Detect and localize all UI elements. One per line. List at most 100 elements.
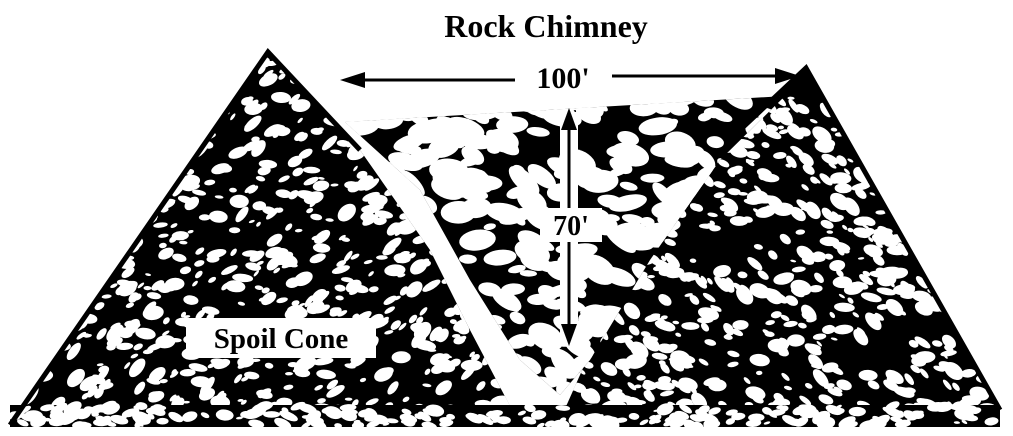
- rock-pebble: [717, 57, 738, 77]
- rock-pebble: [881, 173, 901, 181]
- rock-pebble: [970, 78, 984, 92]
- rock-pebble: [421, 89, 432, 95]
- rock-pebble: [850, 98, 873, 116]
- rock-pebble: [215, 87, 232, 101]
- rock-pebble: [966, 122, 980, 134]
- rock-pebble: [88, 232, 103, 238]
- rock-pebble: [47, 181, 54, 187]
- rock-pebble: [992, 134, 1005, 146]
- rock-pebble: [21, 88, 40, 107]
- rock-pebble: [27, 264, 47, 283]
- rock-pebble: [465, 95, 481, 112]
- rock-pebble: [50, 207, 56, 211]
- rock-pebble: [80, 236, 91, 242]
- rock-pebble: [103, 226, 123, 239]
- rock-pebble: [41, 268, 52, 274]
- rock-pebble: [492, 93, 517, 105]
- rock-pebble: [155, 183, 170, 193]
- rock-pebble: [402, 107, 416, 115]
- rock-pebble: [903, 98, 920, 108]
- rock-pebble: [479, 339, 501, 356]
- rock-pebble: [188, 103, 204, 111]
- rock-pebble: [263, 411, 280, 418]
- rock-pebble: [108, 165, 130, 185]
- rock-pebble: [60, 230, 78, 242]
- rock-pebble: [344, 56, 357, 66]
- rock-pebble: [341, 50, 348, 56]
- rock-pebble: [495, 46, 509, 59]
- rock-pebble: [77, 110, 85, 115]
- rock-pebble: [308, 53, 324, 67]
- rock-pebble: [82, 90, 102, 112]
- rock-pebble: [188, 135, 202, 146]
- rock-pebble: [387, 177, 403, 185]
- rock-pebble: [946, 138, 957, 145]
- rock-pebble: [479, 334, 493, 346]
- rock-pebble: [923, 171, 929, 175]
- rock-pebble: [690, 64, 701, 69]
- rock-pebble: [401, 101, 411, 112]
- rock-pebble: [468, 85, 487, 105]
- rock-pebble: [962, 205, 982, 225]
- rock-pebble: [14, 285, 37, 303]
- rock-pebble: [25, 315, 44, 326]
- rock-pebble: [159, 135, 175, 150]
- rock-pebble: [73, 158, 85, 171]
- rock-pebble: [48, 241, 69, 252]
- rock-pebble: [508, 50, 517, 57]
- rock-pebble: [984, 239, 998, 248]
- rock-pebble: [121, 45, 140, 66]
- rock-pebble: [155, 107, 164, 112]
- rock-pebble: [60, 272, 68, 279]
- rock-pebble: [857, 111, 872, 119]
- rock-pebble: [991, 194, 1007, 206]
- rock-pebble: [28, 319, 35, 325]
- rock-pebble: [117, 91, 128, 100]
- rock-pebble: [94, 261, 114, 271]
- rock-pebble: [956, 162, 962, 169]
- rock-pebble: [975, 110, 995, 123]
- rock-pebble: [921, 225, 944, 242]
- rock-pebble: [650, 87, 673, 103]
- rock-pebble: [212, 73, 229, 89]
- rock-pebble: [978, 71, 988, 79]
- rock-pebble: [993, 145, 1003, 154]
- rock-pebble: [49, 229, 69, 239]
- rock-pebble: [37, 297, 61, 314]
- rock-pebble: [162, 40, 182, 63]
- rock-pebble: [122, 205, 133, 211]
- rock-pebble: [100, 130, 107, 136]
- rock-pebble: [6, 178, 22, 195]
- rock-pebble: [838, 67, 858, 89]
- rock-pebble: [177, 53, 199, 65]
- rock-pebble: [933, 226, 951, 241]
- rock-pebble: [943, 280, 965, 299]
- rock-pebble: [522, 380, 546, 392]
- rock-pebble: [971, 118, 991, 136]
- rock-pebble: [984, 201, 995, 213]
- rock-pebble: [439, 246, 454, 255]
- rock-pebble: [959, 296, 972, 304]
- rock-pebble: [951, 272, 976, 294]
- rock-pebble: [915, 174, 931, 182]
- rock-pebble: [854, 127, 866, 140]
- rock-pebble: [728, 68, 738, 79]
- rock-pebble: [88, 95, 109, 115]
- rock-pebble: [135, 54, 153, 65]
- rock-pebble: [78, 239, 100, 258]
- rock-pebble: [916, 130, 939, 146]
- rock-pebble: [184, 101, 209, 121]
- rock-pebble: [151, 106, 161, 111]
- rock-pebble: [913, 196, 932, 209]
- rock-pebble: [131, 200, 151, 214]
- rock-pebble: [81, 171, 89, 179]
- rock-pebble: [972, 68, 983, 76]
- rock-pebble: [5, 165, 17, 174]
- rock-pebble: [67, 111, 87, 126]
- rock-pebble: [854, 85, 876, 109]
- rock-pebble: [989, 228, 1006, 244]
- rock-pebble: [509, 382, 542, 407]
- rock-pebble: [87, 56, 112, 81]
- rock-pebble: [956, 199, 965, 205]
